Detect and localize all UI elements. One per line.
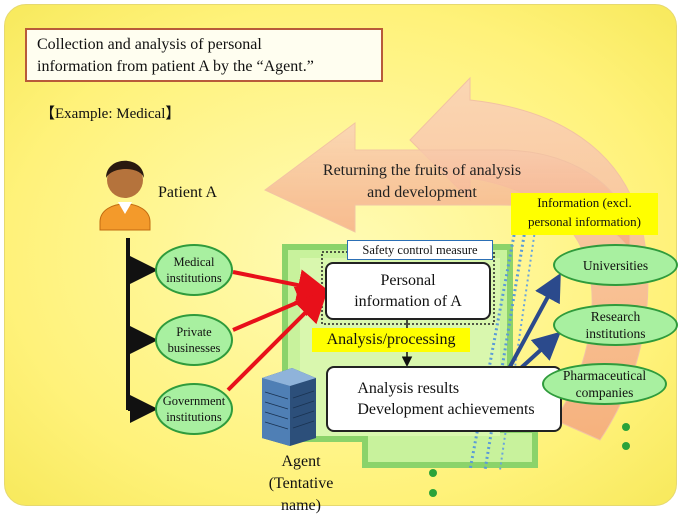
return-arrow-label: Returning the fruits of analysis and dev… — [322, 162, 522, 201]
patient-label: Patient A — [158, 184, 218, 201]
safety-control-label: Safety control measure — [347, 240, 493, 260]
agent-building-icon — [262, 368, 316, 446]
continuation-dot — [622, 423, 630, 431]
source-node-medical: Medical institutions — [155, 244, 233, 296]
destination-node-research: Research institutions — [553, 304, 678, 346]
analysis-results-box: Analysis results Development achievement… — [326, 366, 562, 432]
info-flow-line-1 — [468, 229, 517, 471]
destination-node-universities: Universities — [553, 244, 678, 286]
collect-arrow-government — [226, 290, 328, 392]
info-flow-line-2 — [483, 229, 527, 471]
patient-avatar-icon — [99, 160, 151, 231]
example-label: 【Example: Medical】 — [40, 106, 181, 122]
continuation-dot — [429, 489, 437, 497]
personal-info-box: Personal information of A — [325, 262, 491, 320]
continuation-dot — [622, 442, 630, 450]
agent-label: Agent (Tentative name) — [268, 453, 334, 514]
destination-node-pharma: Pharmaceutical companies — [542, 363, 667, 405]
source-node-government: Government institutions — [155, 383, 233, 435]
analysis-processing-label: Analysis/processing — [312, 328, 470, 352]
source-node-private: Private businesses — [155, 314, 233, 366]
diagram-title: Collection and analysis of personal info… — [25, 28, 383, 82]
info-excl-personal-label: Information (excl. personal information) — [511, 193, 658, 235]
continuation-dot — [429, 469, 437, 477]
